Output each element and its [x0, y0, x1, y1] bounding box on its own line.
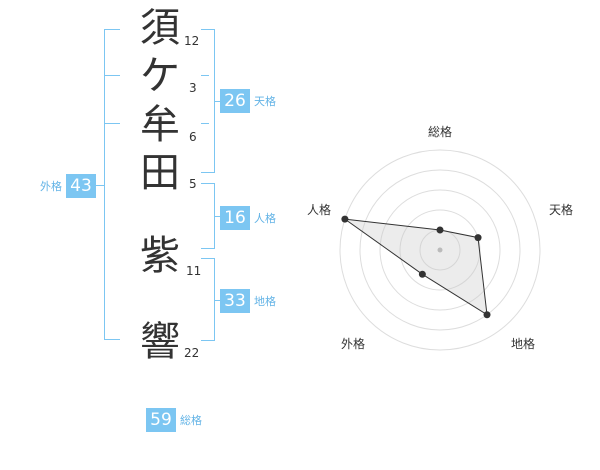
- tenkaku-value: 26: [220, 89, 250, 113]
- tenkaku-badge: 26 天格: [220, 89, 276, 113]
- bracket-inner-tick-1: [104, 75, 120, 76]
- bracket-inner-tick-2: [104, 123, 120, 124]
- name-char-6: 響: [140, 319, 180, 365]
- radar-point-3: [483, 311, 491, 319]
- gaikaku-bracket: [104, 29, 120, 340]
- radar-label-tenkaku: 天格: [549, 203, 574, 217]
- radar-ring: [359, 169, 521, 331]
- stroke-count-6: 22: [184, 346, 200, 360]
- jinkaku-badge: 16 人格: [220, 206, 276, 230]
- name-char-4: 田: [140, 150, 180, 196]
- name-char-5: 紫: [140, 233, 180, 279]
- stroke-count-4: 5: [189, 177, 197, 191]
- stroke-count-1: 12: [184, 34, 200, 48]
- radar-point-4: [418, 270, 426, 278]
- radar-ring: [339, 149, 541, 351]
- gaikaku-value: 43: [66, 174, 96, 198]
- soukaku-label: 総格: [180, 414, 202, 427]
- tenkaku-label: 天格: [254, 95, 276, 108]
- name-char-1: 須: [140, 5, 180, 51]
- radar-center: [437, 247, 443, 253]
- chikaku-bracket: [201, 258, 215, 341]
- gaikaku-label: 外格: [40, 180, 62, 193]
- tenkaku-inner-tick-2: [201, 123, 209, 124]
- stroke-count-3: 6: [189, 130, 197, 144]
- stroke-count-2: 3: [189, 81, 197, 95]
- stroke-count-5: 11: [186, 264, 202, 278]
- tenkaku-inner-tick-1: [201, 75, 209, 76]
- radar-ring: [399, 209, 481, 291]
- radar-point-5: [341, 215, 349, 223]
- soukaku-value: 59: [146, 408, 176, 432]
- tenkaku-bracket-tick: [214, 101, 220, 102]
- radar-point-2: [474, 234, 482, 242]
- chikaku-value: 33: [220, 289, 250, 313]
- chikaku-label: 地格: [254, 295, 276, 308]
- radar-polygon: [344, 218, 488, 316]
- jinkaku-value: 16: [220, 206, 250, 230]
- gaikaku-badge: 外格 43: [40, 174, 96, 198]
- radar-label-jinkaku: 人格: [307, 203, 332, 217]
- chikaku-bracket-tick: [214, 300, 220, 301]
- gaikaku-bracket-tick: [95, 185, 105, 186]
- radar-label-soukaku: 総格: [428, 125, 453, 139]
- radar-point-1: [436, 226, 444, 234]
- radar-label-gaikaku: 外格: [341, 337, 366, 351]
- chikaku-badge: 33 地格: [220, 289, 276, 313]
- jinkaku-label: 人格: [254, 212, 276, 225]
- name-char-3: 牟: [140, 102, 180, 148]
- radar-label-chikaku: 地格: [511, 337, 536, 351]
- jinkaku-bracket-tick: [214, 216, 220, 217]
- soukaku-badge: 59 総格: [146, 408, 202, 432]
- radar-ring: [379, 189, 501, 311]
- name-char-2: ケ: [140, 53, 180, 99]
